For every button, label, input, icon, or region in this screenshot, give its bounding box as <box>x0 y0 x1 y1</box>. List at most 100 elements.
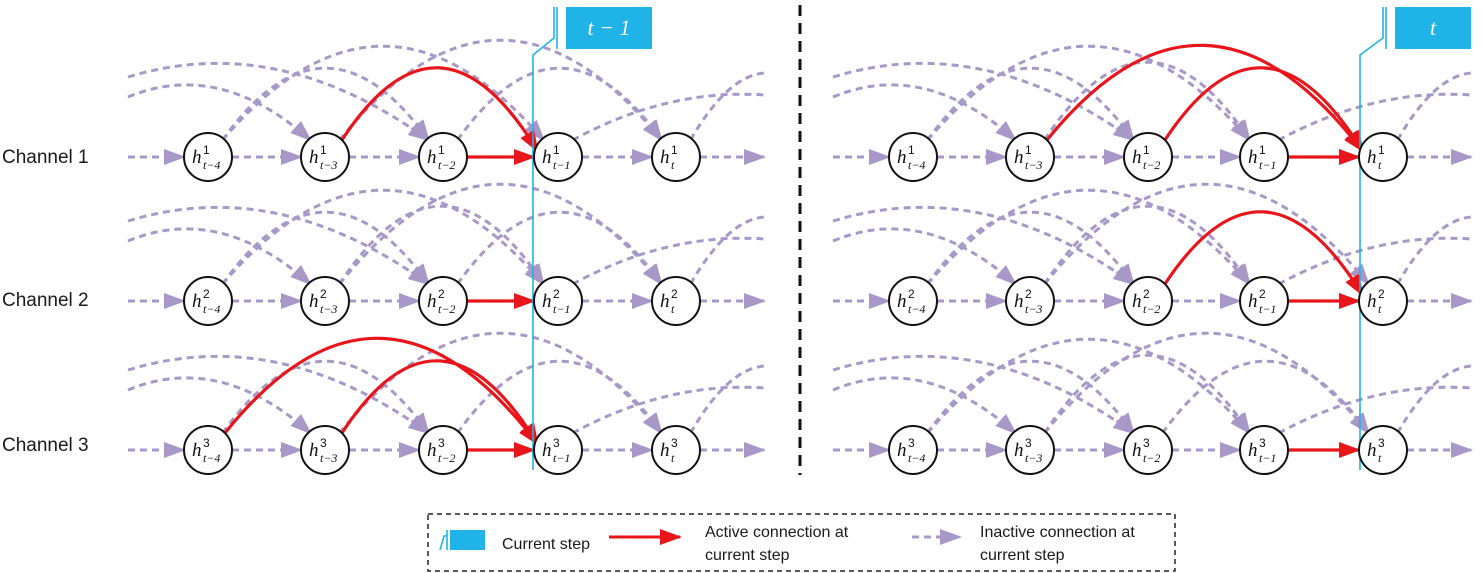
inactive-edge <box>832 205 1136 286</box>
node-sup: 3 <box>1143 436 1150 450</box>
inactive-edge <box>1396 215 1472 285</box>
active-edge <box>223 336 539 446</box>
inactive-edge <box>338 182 663 286</box>
node-sub: t <box>671 158 675 172</box>
inactive-edge <box>926 359 1135 435</box>
inactive-edge <box>221 188 545 286</box>
node-label: h <box>1132 440 1142 461</box>
node-sub: t <box>1378 158 1382 172</box>
node-label: h <box>897 291 907 312</box>
legend-current-step: Current step <box>502 536 590 553</box>
node-sup: 1 <box>320 143 327 157</box>
node-label: h <box>1367 291 1377 312</box>
node-sub: t−3 <box>1025 158 1042 172</box>
current-step-line <box>1359 7 1384 470</box>
node-sup: 3 <box>203 436 210 450</box>
inactive-edge <box>689 71 765 141</box>
inactive-edge <box>127 354 431 435</box>
inactive-edge <box>832 376 1018 435</box>
inactive-edge <box>1161 359 1370 435</box>
legend-box <box>427 513 1176 572</box>
inactive-edge <box>221 66 430 142</box>
node-label: h <box>1248 291 1258 312</box>
legend-active-line2: current step <box>705 547 790 564</box>
inactive-edge <box>832 354 1136 435</box>
node-sub: t−4 <box>203 302 220 316</box>
node-label: h <box>192 440 202 461</box>
inactive-edge <box>1396 71 1472 141</box>
node-sup: 2 <box>1143 287 1150 301</box>
inactive-edge <box>571 385 765 435</box>
inactive-edge <box>456 210 663 286</box>
node-sup: 3 <box>320 436 327 450</box>
node-sup: 2 <box>553 287 560 301</box>
inactive-edge <box>689 215 765 285</box>
inactive-edge <box>926 44 1251 142</box>
node-sup: 1 <box>671 143 678 157</box>
node-sub: t <box>1378 451 1382 465</box>
inactive-edge <box>926 66 1135 142</box>
node-sub: t−1 <box>553 158 570 172</box>
inactive-edge <box>338 331 663 435</box>
active-connections <box>223 43 1364 458</box>
node-sub: t−1 <box>553 451 570 465</box>
inactive-edge <box>338 204 545 286</box>
channel-label-3: Channel 3 <box>2 435 89 456</box>
node-sub: t−2 <box>1143 302 1160 316</box>
channel-label-2: Channel 2 <box>2 290 89 311</box>
node-sup: 1 <box>1025 143 1032 157</box>
node-label: h <box>542 147 552 168</box>
node-sup: 3 <box>553 436 560 450</box>
node-label: h <box>1014 291 1024 312</box>
node-sub: t−2 <box>1143 158 1160 172</box>
node-sub: t <box>671 302 675 316</box>
node-label: h <box>1014 440 1024 461</box>
node-sup: 1 <box>1143 143 1150 157</box>
inactive-edge <box>221 44 545 142</box>
inactive-edge <box>1396 364 1472 434</box>
inactive-edge <box>127 61 431 142</box>
svg-text:t − 1: t − 1 <box>588 15 631 40</box>
node-sub: t−1 <box>1259 302 1276 316</box>
current-step-swatch <box>439 530 485 551</box>
step-label-right: t <box>1395 7 1471 49</box>
node-sub: t−4 <box>908 158 925 172</box>
node-sup: 2 <box>1378 287 1385 301</box>
node-sup: 3 <box>1259 436 1266 450</box>
node-sub: t−4 <box>908 302 925 316</box>
inactive-edge <box>926 210 1135 286</box>
node-label: h <box>427 147 437 168</box>
node-sup: 1 <box>908 143 915 157</box>
node-sub: t−2 <box>438 302 455 316</box>
node-sub: t−2 <box>438 451 455 465</box>
node-sup: 1 <box>1259 143 1266 157</box>
inactive-edge <box>127 227 313 286</box>
active-edge <box>1163 210 1364 297</box>
node-label: h <box>1248 147 1258 168</box>
inactive-edge <box>1043 353 1251 435</box>
legend-inactive-line2: current step <box>980 547 1065 564</box>
step-label-left: t − 1 <box>566 7 652 49</box>
node-sub: t−3 <box>320 451 337 465</box>
node-label: h <box>1132 147 1142 168</box>
node-label: h <box>542 440 552 461</box>
node-sub: t−3 <box>1025 302 1042 316</box>
inactive-edge <box>832 227 1018 286</box>
node-sup: 2 <box>671 287 678 301</box>
